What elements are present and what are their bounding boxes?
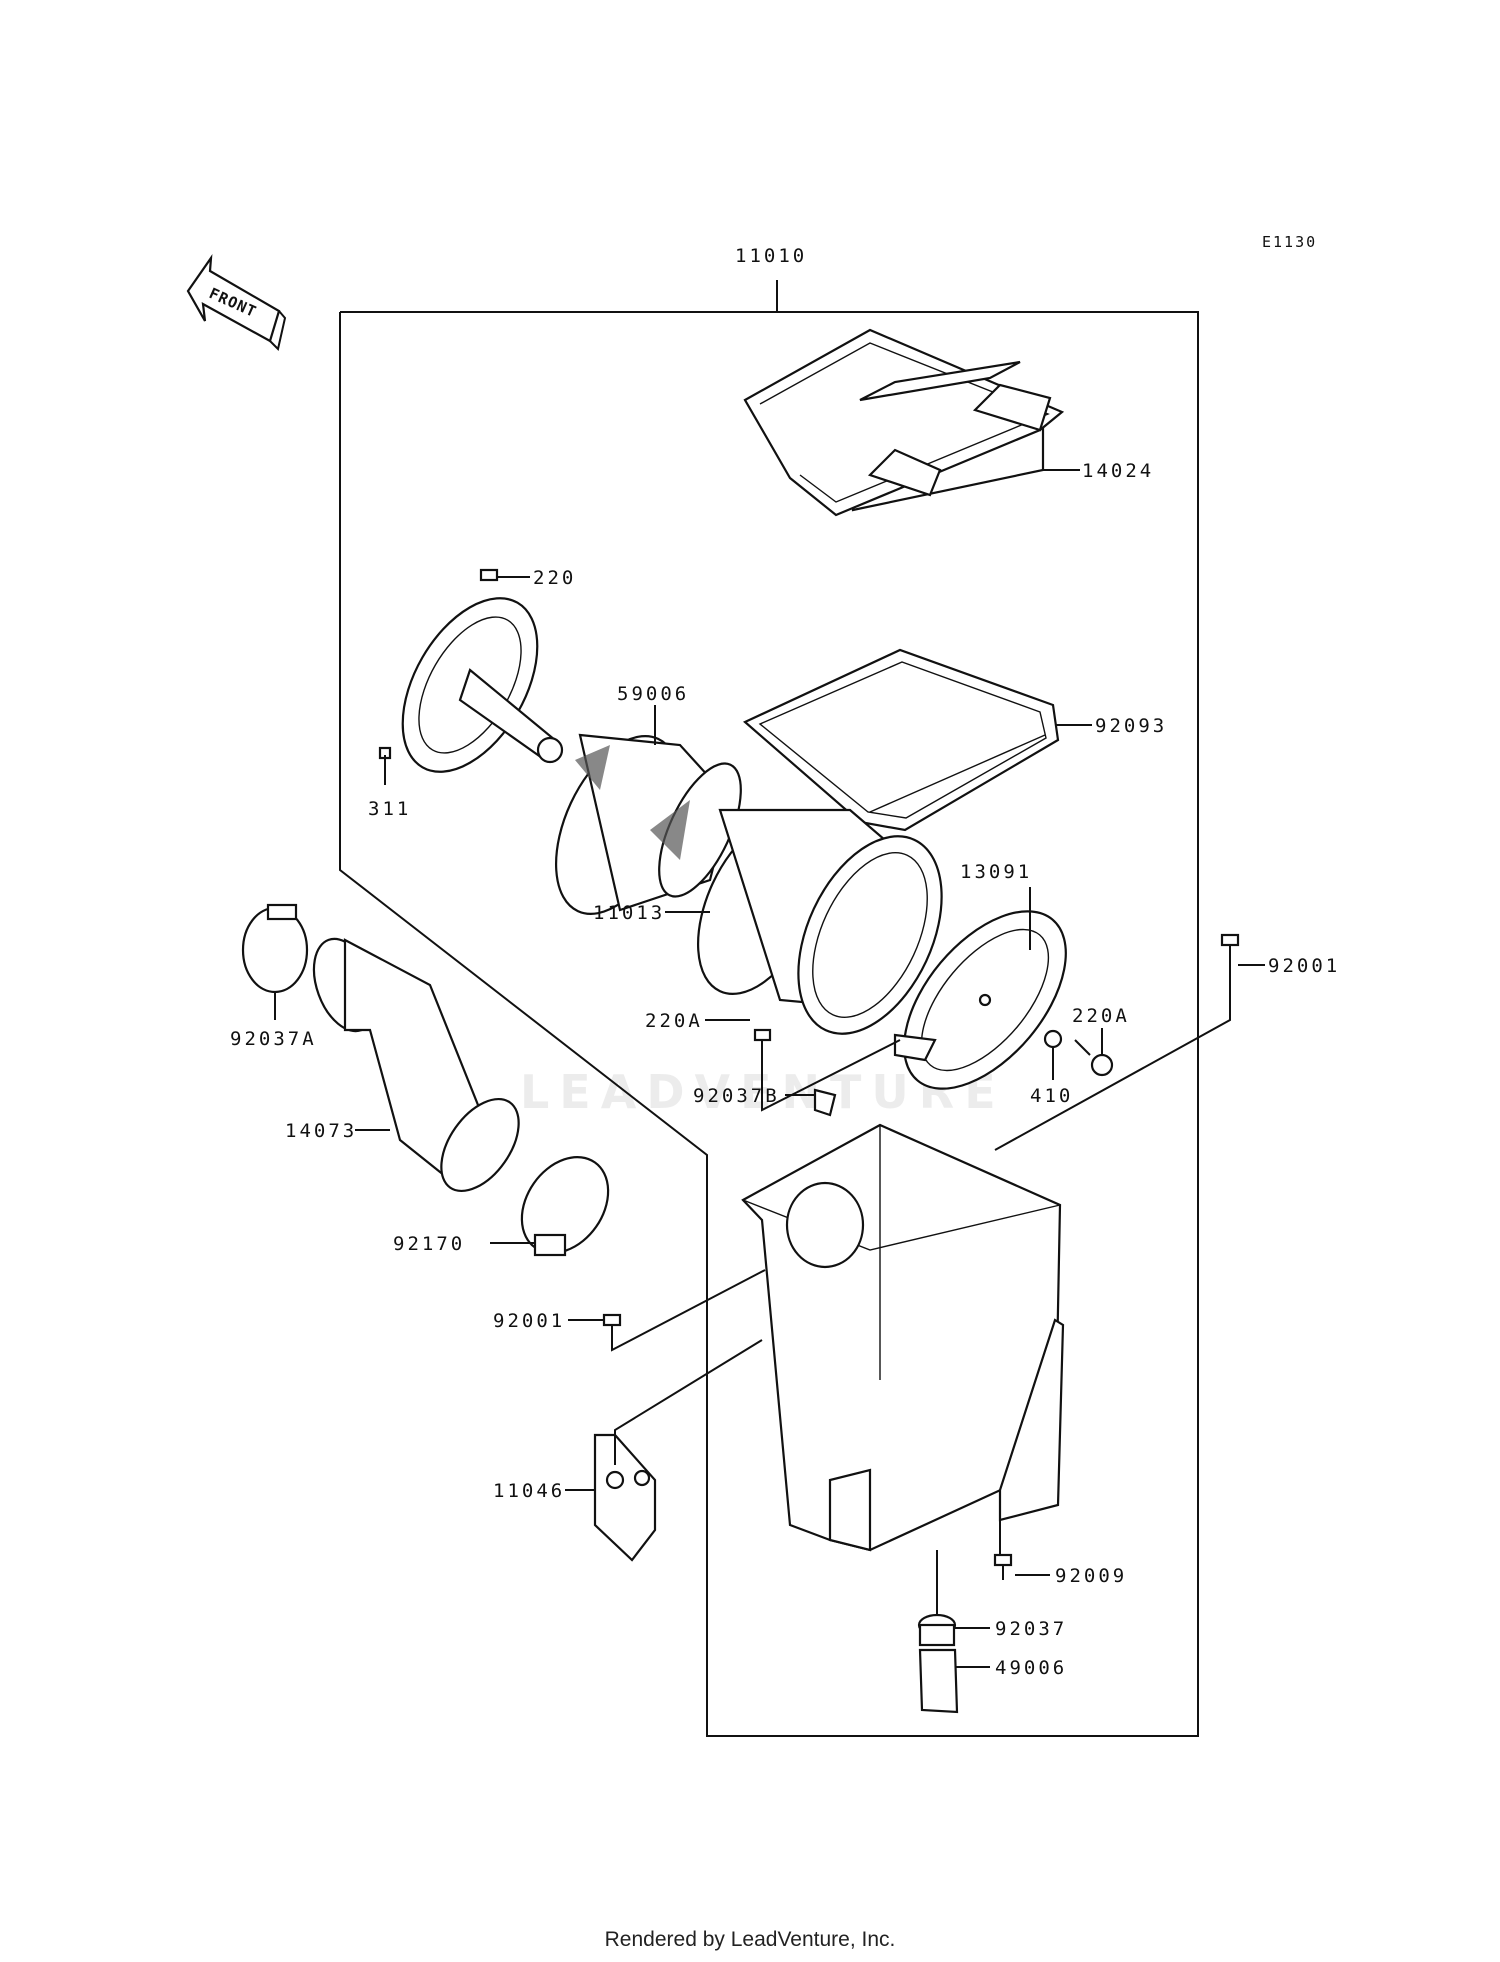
hardware — [602, 933, 1240, 1580]
part-labels: 11010 14024 220 311 59006 92093 11013 13… — [230, 245, 1340, 1679]
label-92037b: 92037B — [693, 1085, 780, 1107]
label-220: 220 — [533, 567, 576, 589]
leader-lines — [274, 469, 1265, 1668]
drain-parts — [917, 1613, 959, 1714]
label-92170: 92170 — [393, 1233, 465, 1255]
label-220a-left: 220A — [645, 1010, 703, 1032]
label-14073: 14073 — [285, 1120, 357, 1142]
label-410: 410 — [1030, 1085, 1073, 1107]
label-92009: 92009 — [1055, 1565, 1127, 1587]
airbox-cover — [743, 328, 1065, 517]
backing-plate — [893, 910, 1067, 1090]
label-11046: 11046 — [493, 1480, 565, 1502]
label-49006: 49006 — [995, 1657, 1067, 1679]
filter-cover — [378, 568, 564, 773]
label-59006: 59006 — [617, 683, 689, 705]
label-11010: 11010 — [735, 245, 807, 267]
bracket — [593, 1433, 657, 1562]
air-box — [741, 1123, 1065, 1552]
label-92093: 92093 — [1095, 715, 1167, 737]
intake-duct — [241, 903, 610, 1257]
label-14024: 14024 — [1082, 460, 1154, 482]
label-311: 311 — [368, 798, 411, 820]
label-220a-right: 220A — [1072, 1005, 1130, 1027]
render-credit: Rendered by LeadVenture, Inc. — [604, 1928, 896, 1951]
front-arrow-icon: FRONT — [186, 254, 287, 351]
mesh-filter — [554, 733, 742, 915]
label-11013: 11013 — [593, 902, 665, 924]
label-92001-left: 92001 — [493, 1310, 565, 1332]
diagram-code: E1130 — [1262, 233, 1317, 251]
label-92037a: 92037A — [230, 1028, 317, 1050]
label-13091: 13091 — [960, 861, 1032, 883]
label-92037: 92037 — [995, 1618, 1067, 1640]
gasket — [742, 648, 1060, 832]
label-92001-right: 92001 — [1268, 955, 1340, 977]
foam-element — [696, 808, 943, 1035]
assembly-outline — [339, 280, 1199, 1737]
